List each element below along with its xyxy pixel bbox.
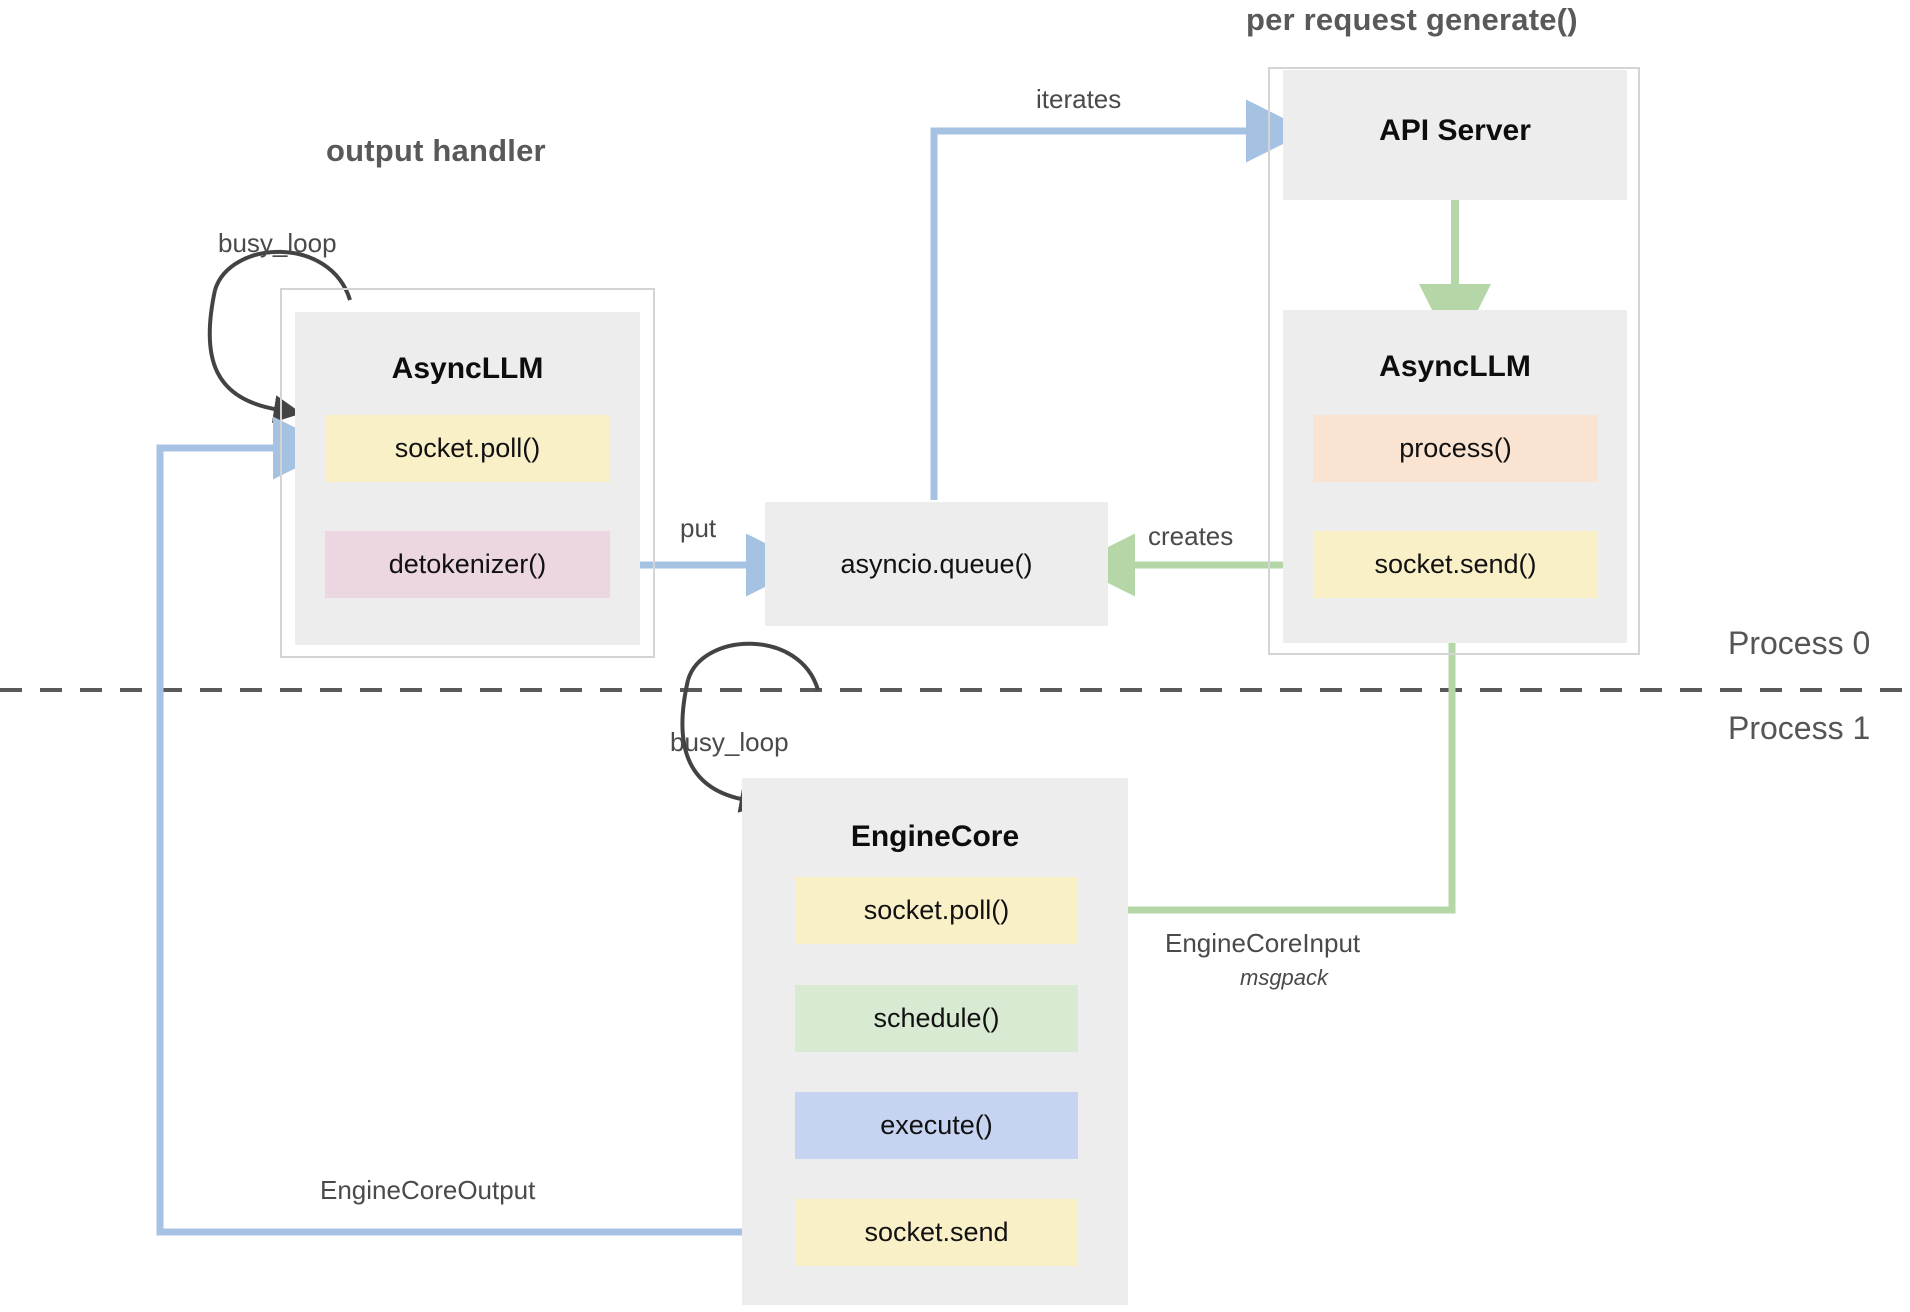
edge-iterates: [930, 99, 1309, 500]
right-row-socket-send-label: socket.send(): [1374, 549, 1537, 579]
left-row-detokenizer[interactable]: detokenizer(): [325, 531, 610, 598]
output-handler-frame: [280, 288, 655, 658]
asyncio-queue-box[interactable]: asyncio.queue(): [765, 502, 1108, 626]
api-server-card[interactable]: API Server: [1283, 70, 1627, 200]
left-row-socket-poll-label: socket.poll(): [394, 433, 541, 463]
edge-label-enginecoreinput: EngineCoreInput: [1165, 928, 1361, 958]
engine-row-socket-send-label: socket.send: [864, 1217, 1009, 1247]
edge-label-put: put: [680, 513, 717, 543]
group-title-per-request: per request generate(): [1246, 2, 1578, 37]
right-asyncllm-title: AsyncLLM: [1379, 350, 1531, 383]
left-row-socket-poll[interactable]: socket.poll(): [325, 415, 610, 482]
right-row-socket-send[interactable]: socket.send(): [1313, 531, 1598, 598]
right-row-process-label: process(): [1399, 433, 1512, 463]
engine-row-socket-poll[interactable]: socket.poll(): [795, 877, 1078, 944]
per-request-frame: [1268, 67, 1640, 655]
engine-row-socket-send[interactable]: socket.send: [795, 1199, 1078, 1266]
api-server-title: API Server: [1379, 114, 1531, 147]
engine-row-schedule[interactable]: schedule(): [795, 985, 1078, 1052]
asyncio-queue-label: asyncio.queue(): [840, 548, 1033, 579]
process-label-1: Process 1: [1728, 710, 1871, 746]
engine-row-schedule-label: schedule(): [873, 1003, 1000, 1033]
edge-label-creates: creates: [1148, 521, 1234, 551]
left-asyncllm-title: AsyncLLM: [391, 352, 544, 385]
right-row-process[interactable]: process(): [1313, 415, 1598, 482]
engine-row-socket-poll-label: socket.poll(): [863, 895, 1010, 925]
group-title-output-handler: output handler: [326, 133, 546, 168]
edge-label-enginecoreinput-sub: msgpack: [1240, 965, 1329, 990]
engine-core-title: EngineCore: [850, 820, 1020, 853]
engine-row-execute-label: execute(): [880, 1110, 993, 1140]
busy-loop-label-left: busy_loop: [218, 228, 337, 258]
engine-row-execute[interactable]: execute(): [795, 1092, 1078, 1159]
busy-loop-arrow-left: [207, 289, 302, 423]
edge-label-enginecoreoutput: EngineCoreOutput: [320, 1175, 536, 1205]
busy-loop-arrow-engine-tail: [686, 641, 820, 691]
process-label-0: Process 0: [1728, 625, 1871, 661]
edge-label-iterates: iterates: [1036, 84, 1122, 114]
left-row-detokenizer-label: detokenizer(): [388, 549, 547, 579]
busy-loop-label-engine: busy_loop: [670, 727, 789, 757]
